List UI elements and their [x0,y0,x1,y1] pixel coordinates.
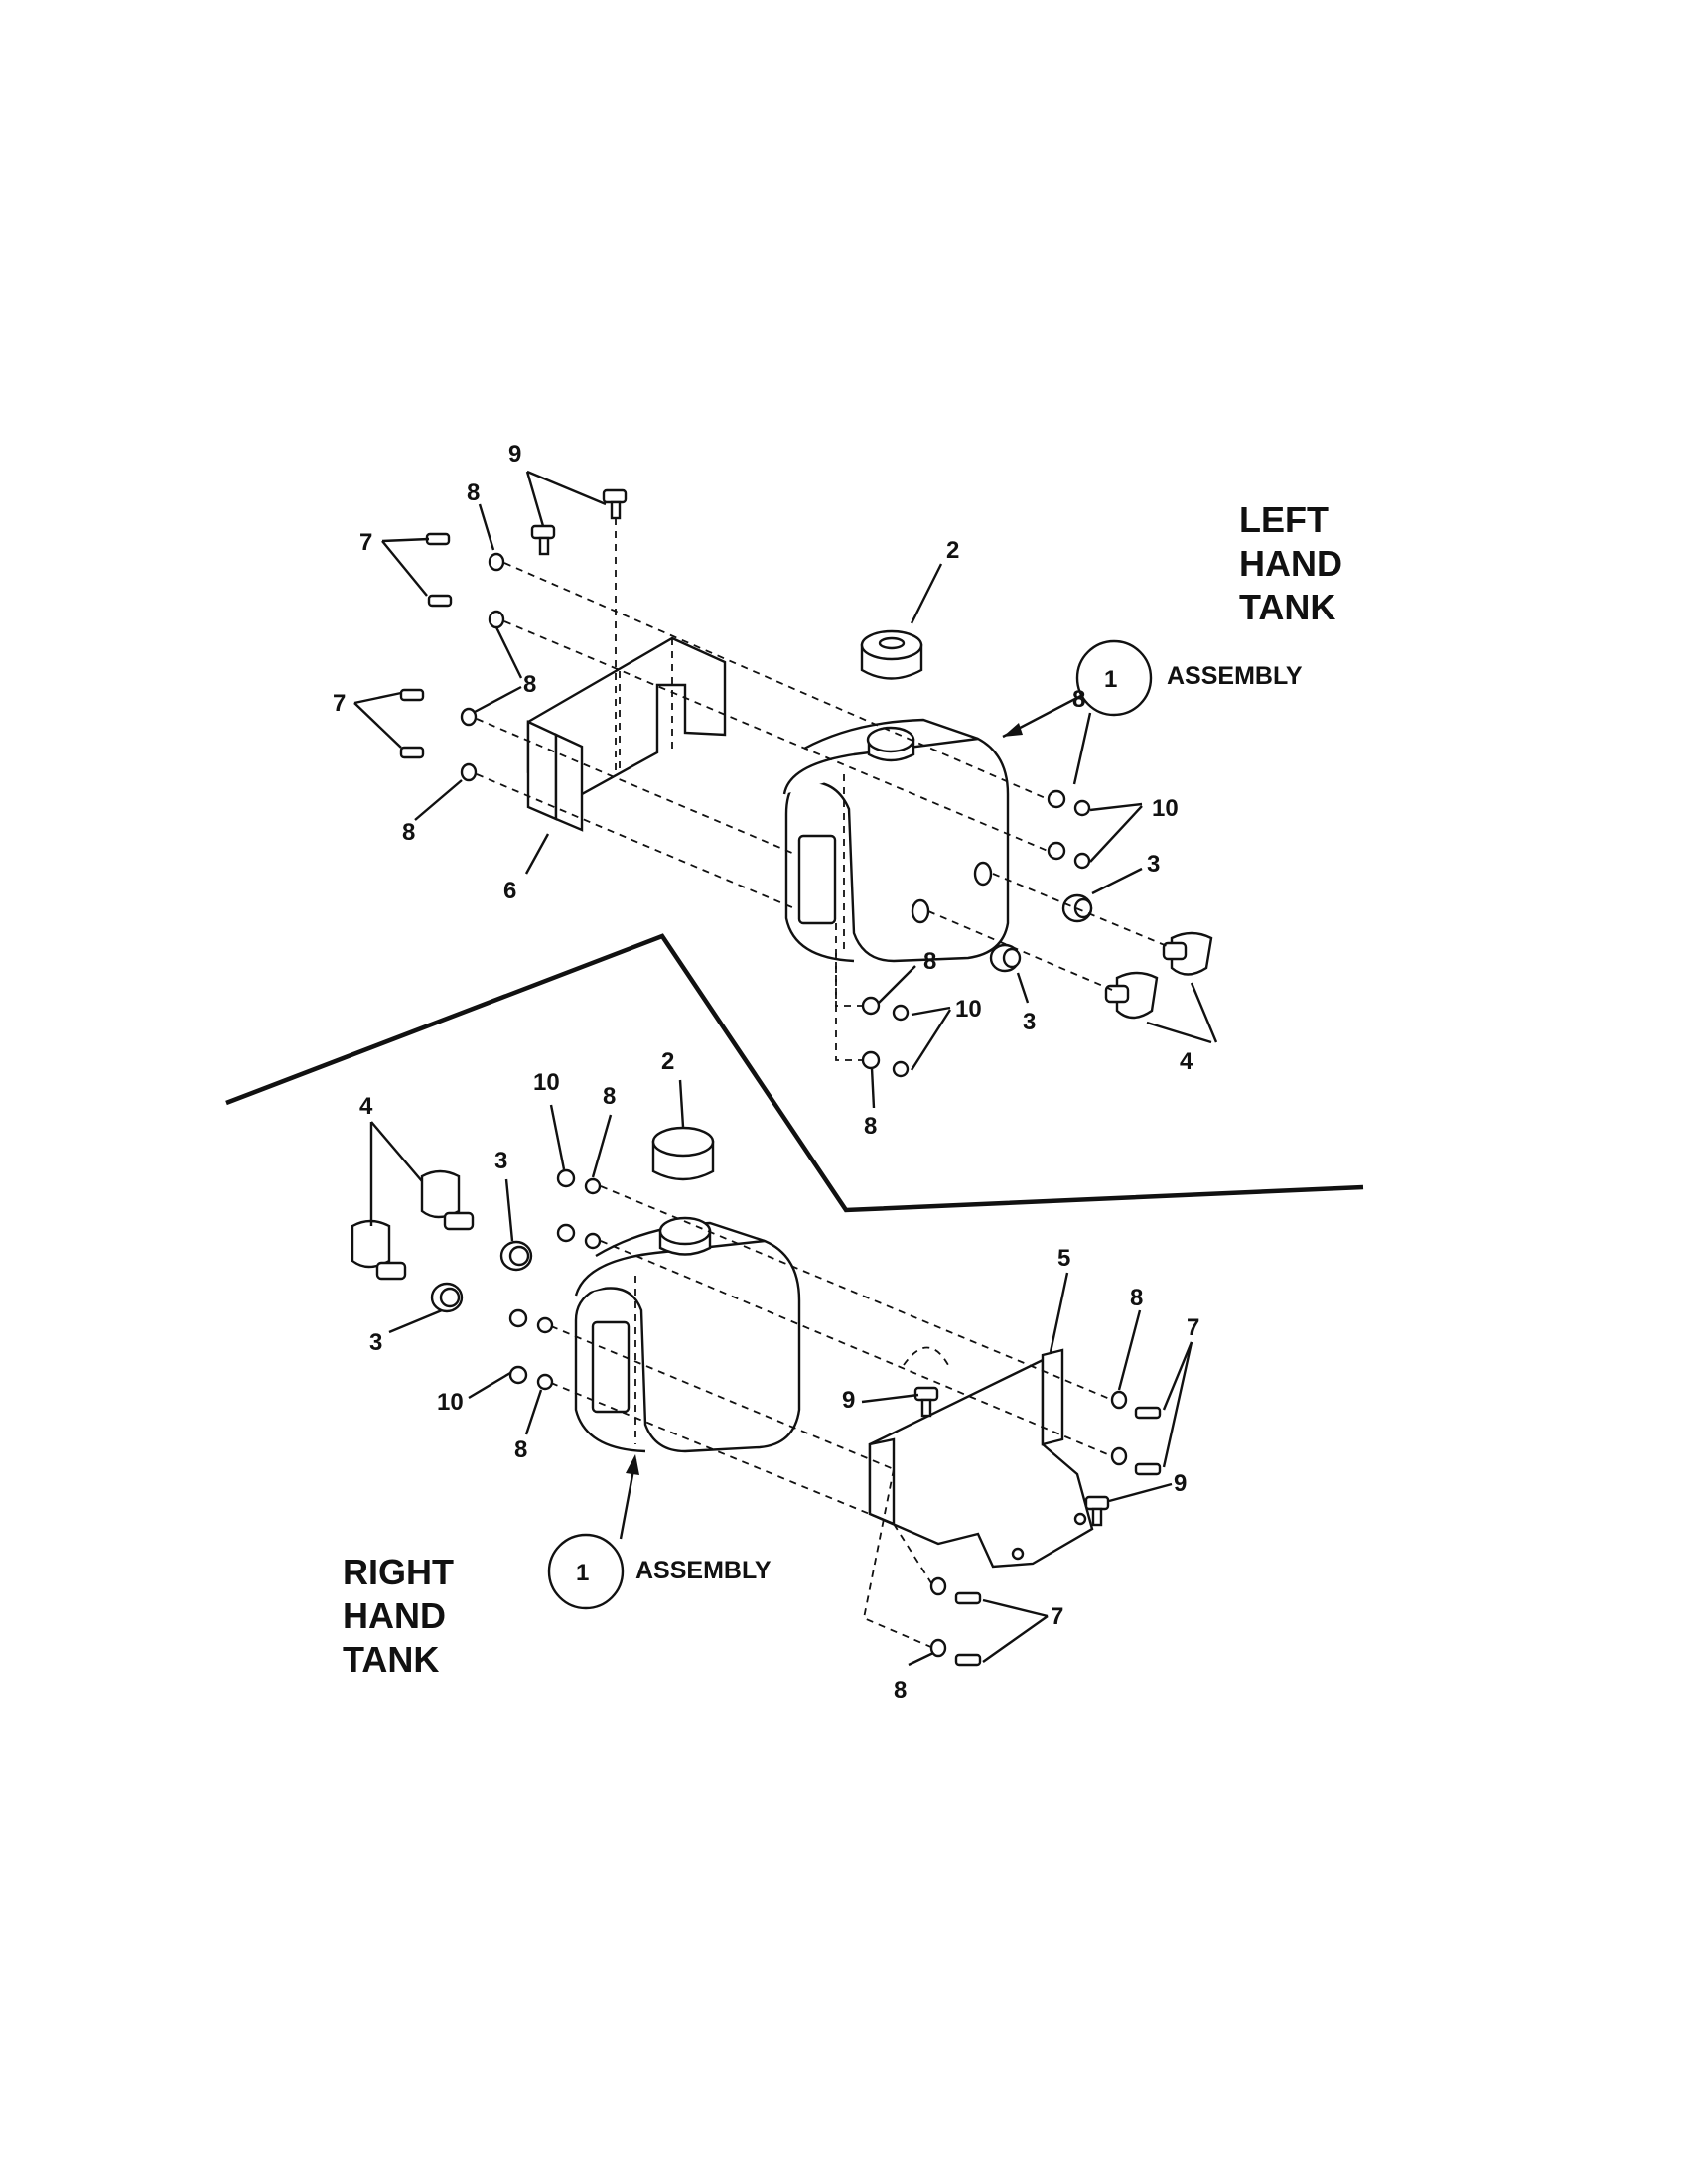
svg-text:TANK: TANK [1239,587,1335,627]
left-callout-7b: 7 [333,690,346,717]
left-callout-7a: 7 [359,529,372,556]
left-fittings [989,893,1213,1020]
left-bracket [526,636,727,832]
right-callout-10a: 10 [533,1069,560,1096]
right-hand-tank-title: RIGHT HAND TANK [343,1552,454,1680]
right-callout-8d: 8 [894,1677,907,1704]
right-callout-3b: 3 [369,1329,382,1356]
left-callout-10b: 10 [955,996,982,1023]
right-hand-tank-group: 2 10 8 4 3 3 10 8 5 8 7 9 9 7 8 1 ASSEMB… [343,1048,1199,1704]
svg-text:HAND: HAND [343,1595,446,1636]
left-assembly-circle [1075,639,1153,717]
svg-text:RIGHT: RIGHT [343,1552,454,1592]
left-callout-labels: 9 8 7 8 7 8 6 2 8 10 3 3 8 10 8 4 [333,441,1193,1140]
right-assembly-circle [547,1533,625,1610]
right-callout-8c: 8 [1130,1285,1143,1311]
right-callout-7a: 7 [1187,1314,1199,1341]
left-hand-tank-group: 9 8 7 8 7 8 6 2 8 10 3 3 8 10 8 4 1 ASSE… [333,441,1342,1140]
right-callout-9a: 9 [842,1387,855,1414]
right-callout-10b: 10 [437,1389,464,1416]
right-callout-labels: 2 10 8 4 3 3 10 8 5 8 7 9 9 7 8 [359,1048,1199,1704]
left-callout-2: 2 [946,537,959,564]
left-tank-cap [860,629,923,680]
section-divider [225,933,1364,1213]
left-assembly-number: 1 [1104,666,1117,693]
left-callout-10a: 10 [1152,795,1179,822]
right-tank-cap [651,1126,715,1181]
right-callout-5: 5 [1057,1245,1070,1272]
left-callout-3b: 3 [1023,1009,1036,1035]
left-callout-8d: 8 [1072,686,1085,713]
left-tank-body [782,718,1010,963]
svg-text:LEFT: LEFT [1239,499,1329,540]
left-callout-8b: 8 [523,671,536,698]
right-callout-3a: 3 [494,1148,507,1174]
left-hand-tank-title: LEFT HAND TANK [1239,499,1342,627]
right-fasteners [508,1168,1162,1667]
right-callout-8a: 8 [603,1083,616,1110]
left-assembly-lines [476,518,1173,1061]
right-callout-8b: 8 [514,1436,527,1463]
right-callout-9b: 9 [1174,1470,1187,1497]
left-callout-9: 9 [508,441,521,468]
left-callout-4: 4 [1180,1048,1193,1075]
left-callout-8a: 8 [467,479,480,506]
right-assembly-lines [550,1185,1113,1649]
left-fasteners [399,488,1091,1078]
right-tank-body [574,1216,801,1453]
right-assembly-text: ASSEMBLY [635,1557,772,1584]
left-callout-8f: 8 [864,1113,877,1140]
left-leaders [353,470,1218,1109]
right-bracket [868,1346,1094,1569]
left-callout-8e: 8 [923,948,936,975]
right-leaders [369,1079,1193,1667]
right-fittings [351,1169,533,1313]
left-callout-8c: 8 [402,819,415,846]
left-assembly-text: ASSEMBLY [1167,662,1303,690]
svg-text:TANK: TANK [343,1639,439,1680]
right-callout-7b: 7 [1051,1603,1063,1630]
left-callout-3a: 3 [1147,851,1160,878]
right-callout-2: 2 [661,1048,674,1075]
right-assembly-number: 1 [576,1560,589,1586]
svg-text:HAND: HAND [1239,543,1342,584]
right-callout-4: 4 [359,1093,373,1120]
left-callout-6: 6 [503,878,516,904]
